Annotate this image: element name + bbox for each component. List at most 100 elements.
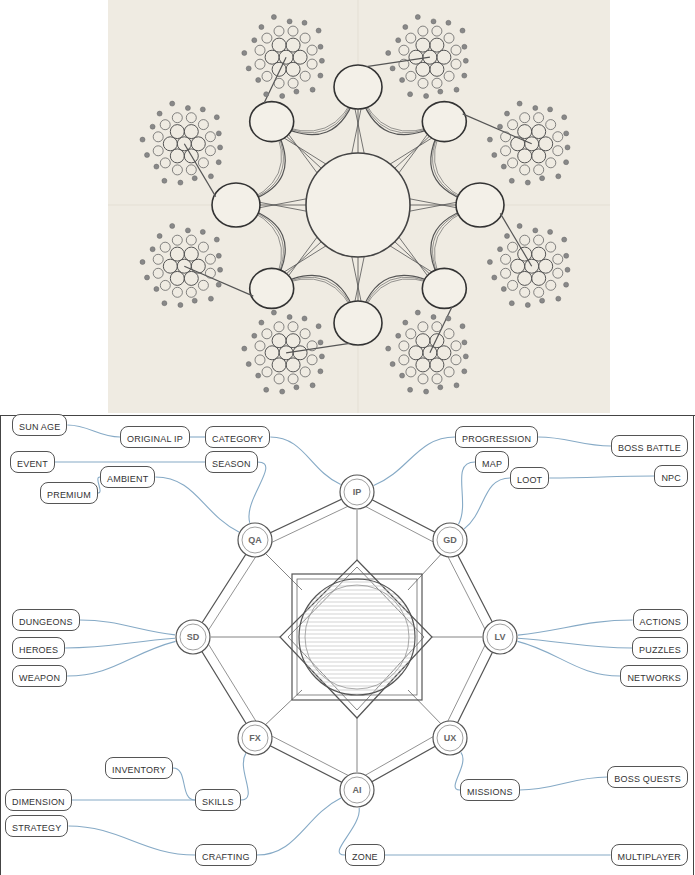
leader-line [67, 425, 120, 437]
ring-circle [422, 102, 466, 142]
label-tag: BOSS QUESTS [607, 766, 688, 788]
cluster-cell [286, 334, 300, 348]
leader-line [518, 638, 632, 648]
hub-circle: IP [339, 474, 375, 510]
cluster-cell [286, 38, 300, 52]
tag-text: CRAFTING [202, 852, 250, 862]
label-tag: EVENT [10, 451, 55, 473]
cluster-cell [272, 38, 286, 52]
label-tag: ORIGINAL IP [120, 426, 190, 448]
cluster-cell [286, 358, 300, 372]
cluster-cell [534, 287, 544, 297]
cluster-leaf [565, 267, 570, 272]
hub-circle: FX [237, 720, 273, 756]
cluster-cell [430, 62, 444, 76]
hub-ring [340, 773, 374, 807]
cluster-leaf [556, 296, 561, 301]
fractal-illustration [0, 0, 695, 415]
cluster-leaf [256, 373, 261, 378]
spoke-strand [355, 109, 364, 153]
hub-circle: AI [339, 772, 375, 808]
cluster-leaf [431, 315, 436, 320]
leader-line [464, 478, 510, 529]
cluster-leaf [208, 296, 213, 301]
spoke-strand [395, 242, 430, 274]
leader-line [155, 477, 239, 532]
cluster-leaf [271, 15, 276, 20]
cluster-cell [153, 254, 163, 264]
cluster-leaf [564, 131, 569, 136]
cluster-leaf [533, 228, 538, 233]
leader-line [173, 768, 195, 800]
cluster-leaf [424, 94, 429, 99]
cluster-leaf [565, 145, 570, 150]
cluster-cell [288, 78, 298, 88]
cluster-cell [553, 254, 563, 264]
cluster-cell [262, 367, 272, 377]
leader-line [80, 620, 176, 635]
cluster-cell [288, 26, 298, 36]
cluster-cell [518, 271, 532, 285]
inner-octagon [204, 502, 489, 780]
cluster-cell [437, 50, 451, 64]
tag-text: WEAPON [19, 673, 60, 683]
cluster-leaf [214, 115, 219, 120]
label-tag: BOSS BATTLE [611, 435, 688, 457]
spoke-strand [390, 246, 432, 272]
cluster-leaf [386, 346, 391, 351]
cluster-leaf [150, 124, 155, 129]
cluster-leaf [564, 282, 569, 287]
cluster-leaf [408, 92, 413, 97]
cluster-cell [416, 62, 430, 76]
cluster-cell [300, 329, 310, 339]
cluster-cell [451, 59, 461, 69]
cluster-cell [160, 280, 170, 290]
cluster-cell [279, 50, 293, 64]
cluster-cell [300, 33, 310, 43]
cluster-cell [300, 71, 310, 81]
spoke-strand [284, 246, 326, 272]
illustration-ground [108, 0, 610, 413]
spoke-strand [258, 205, 306, 206]
cluster-cell [170, 247, 184, 261]
cluster-leaf [415, 310, 420, 315]
hub-ring [433, 721, 467, 755]
cluster-leaf [302, 20, 307, 25]
cluster-leaf [218, 145, 223, 150]
cluster-leaf [390, 362, 395, 367]
cluster-leaf [505, 234, 510, 239]
cluster-cell [286, 62, 300, 76]
branch-stem [430, 307, 452, 353]
center-circle [306, 153, 410, 257]
cluster-leaf [157, 234, 162, 239]
cluster-leaf [498, 124, 503, 129]
cluster-cell [418, 78, 428, 88]
cluster-leaf [540, 298, 545, 303]
cluster-leaf [154, 164, 159, 169]
cluster-leaf [460, 28, 465, 33]
cluster-cell [508, 158, 518, 168]
cluster-cell [508, 120, 518, 130]
cluster-cell [520, 165, 530, 175]
leader-line [67, 641, 175, 676]
cluster-cell [307, 355, 317, 365]
label-tag: NETWORKS [620, 665, 688, 687]
cluster-cell [432, 78, 442, 88]
cluster-cell [416, 38, 430, 52]
cluster-leaf [252, 38, 257, 43]
label-tag: STRATEGY [5, 815, 68, 837]
spoke-strand [286, 242, 321, 274]
tag-text: NETWORKS [627, 673, 681, 683]
tag-text: STRATEGY [12, 823, 61, 833]
cluster-cell [539, 259, 553, 273]
cluster-leaf [310, 87, 315, 92]
branch-stem [463, 114, 532, 144]
cluster-leaf [462, 340, 467, 345]
cluster-cell [198, 158, 208, 168]
cluster-cell [274, 322, 284, 332]
cluster-cell [406, 71, 416, 81]
cluster-cell [518, 125, 532, 139]
cluster-leaf [140, 137, 145, 142]
cluster-leaf [438, 89, 443, 94]
cluster-cell [163, 259, 177, 273]
